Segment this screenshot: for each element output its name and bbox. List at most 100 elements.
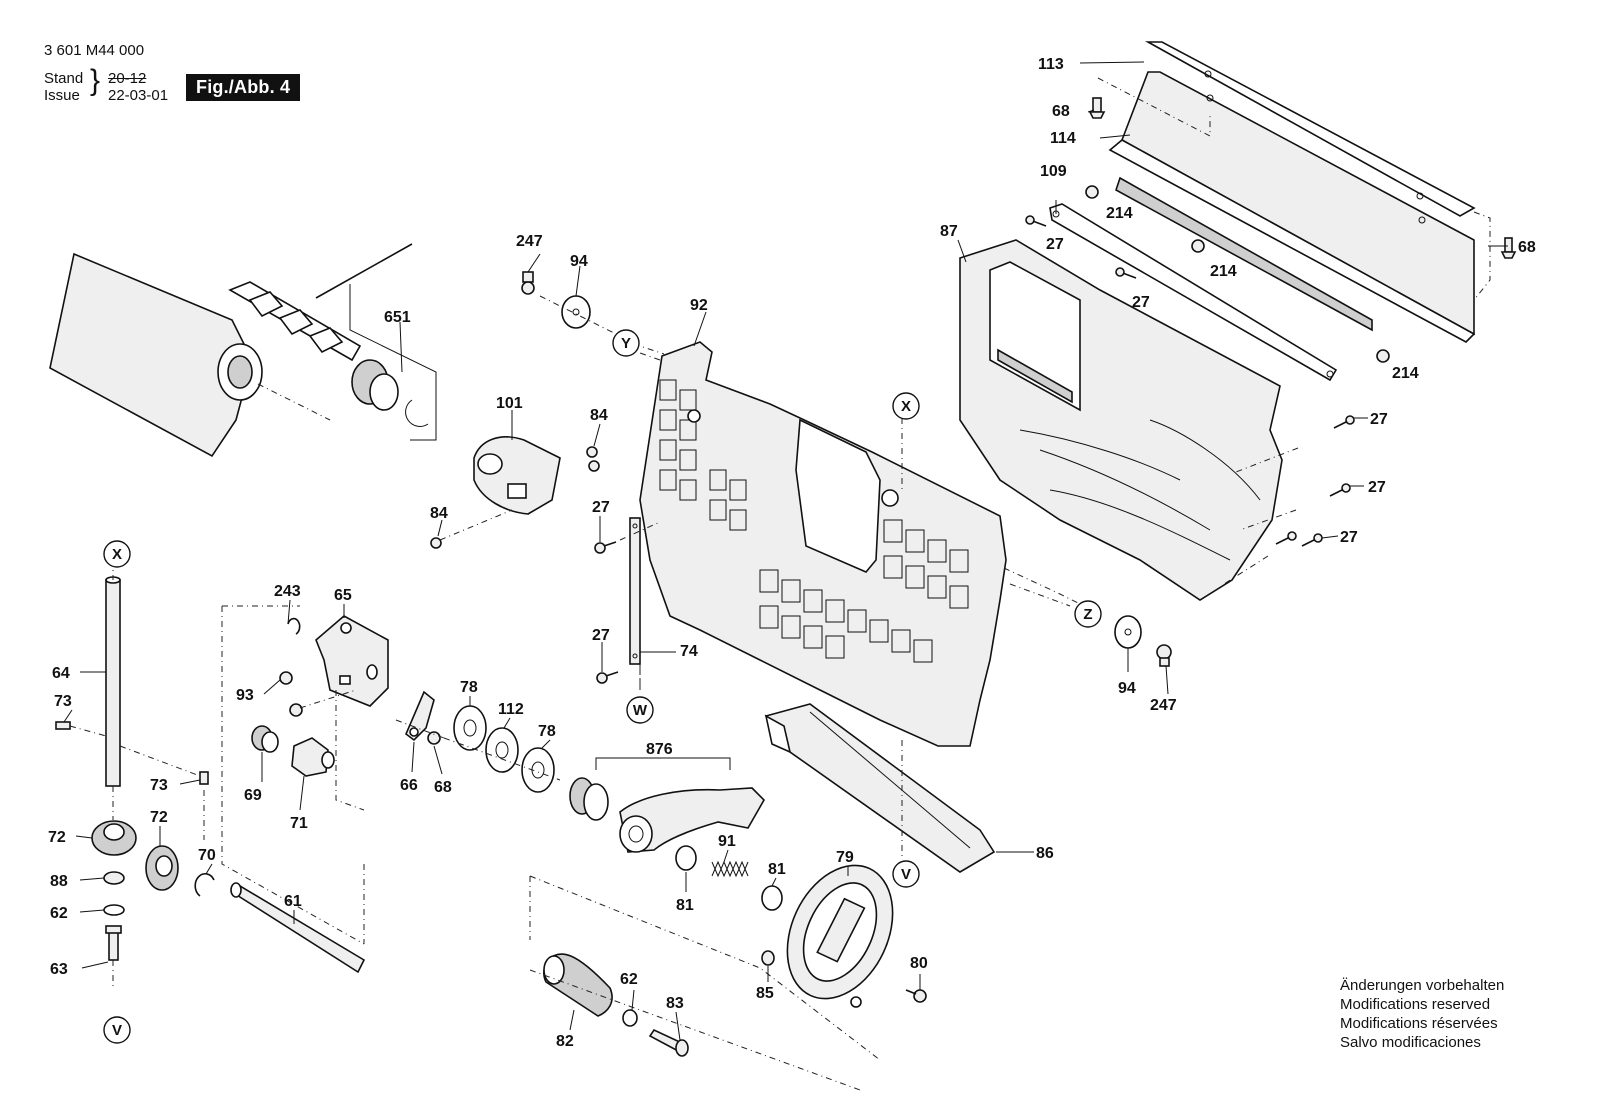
label-114: 114 — [1050, 130, 1076, 147]
label-68-top: 68 — [1052, 103, 1070, 120]
ref-marker-letter: Y — [621, 335, 631, 352]
washer-81-a-icon — [675, 845, 697, 871]
part-74-rod — [629, 517, 641, 665]
stand-label: Stand — [44, 70, 84, 87]
ref-marker-letter: V — [901, 866, 911, 883]
label-247-a: 247 — [516, 233, 543, 250]
washer-62-left-icon — [103, 904, 125, 916]
label-68-mid: 68 — [434, 779, 452, 796]
part-71-block — [291, 737, 335, 777]
label-27-d: 27 — [1368, 479, 1386, 496]
screws-93-icon — [279, 671, 303, 717]
part-86-rail — [764, 703, 996, 873]
label-62-a: 62 — [50, 905, 68, 922]
part-92-main-frame — [639, 341, 1007, 747]
gear-72-a-icon — [91, 820, 137, 856]
bushing-88-icon — [103, 871, 125, 885]
label-876: 876 — [646, 741, 673, 758]
label-94-a: 94 — [570, 253, 588, 270]
clip-243-icon — [287, 617, 301, 635]
label-214-b: 214 — [1210, 263, 1237, 280]
screw-63-icon — [105, 925, 122, 961]
screw-68-top-icon — [1088, 97, 1106, 119]
part-61-spindle — [230, 882, 366, 974]
label-27-b: 27 — [1132, 294, 1150, 311]
label-78-a: 78 — [460, 679, 478, 696]
ref-marker-y-2: Y — [612, 329, 640, 357]
label-84-b: 84 — [430, 505, 448, 522]
note-fr: Modifications réservées — [1340, 1015, 1498, 1032]
washer-94-right-icon — [1114, 615, 1142, 649]
stand-value: 20-12 — [108, 70, 147, 87]
ref-marker-w-6: W — [626, 696, 654, 724]
label-27-c: 27 — [1370, 411, 1388, 428]
label-91: 91 — [718, 833, 736, 850]
bushing-69-icon — [251, 725, 279, 753]
label-112: 112 — [498, 701, 524, 718]
note-en: Modifications reserved — [1340, 996, 1491, 1013]
label-86: 86 — [1036, 845, 1054, 862]
label-247-b: 247 — [1150, 697, 1177, 714]
label-243: 243 — [274, 583, 301, 600]
label-109: 109 — [1040, 163, 1067, 180]
label-27-a: 27 — [1046, 236, 1064, 253]
label-87: 87 — [940, 223, 958, 240]
part-66-lever — [405, 690, 435, 742]
washer-78-b-icon — [521, 747, 555, 793]
label-62-b: 62 — [620, 971, 638, 988]
part-64-shaft — [105, 576, 121, 787]
ref-marker-letter: X — [112, 546, 122, 563]
washer-94-left-icon — [561, 295, 591, 329]
label-79: 79 — [836, 849, 854, 866]
ref-marker-v-5: V — [892, 860, 920, 888]
part-651-clamp-assembly — [228, 243, 429, 427]
screw-83-icon — [648, 1028, 689, 1057]
label-82: 82 — [556, 1033, 574, 1050]
part-113-rail — [1144, 41, 1476, 217]
spring-91-icon — [711, 860, 749, 878]
screws-27-frame-icon — [594, 541, 619, 684]
label-73-a: 73 — [54, 693, 72, 710]
part-dust-chute — [49, 252, 263, 458]
label-69: 69 — [244, 787, 262, 804]
label-101: 101 — [496, 395, 523, 412]
modification-notes: Änderungen vorbehalten Modifications res… — [1340, 976, 1504, 1052]
label-80: 80 — [910, 955, 928, 972]
screws-214-icon — [1085, 185, 1390, 363]
leader-lines — [63, 61, 1508, 1041]
screws-84-icon — [430, 446, 600, 549]
figure-label: Fig./Abb. 4 — [186, 74, 301, 101]
note-de: Änderungen vorbehalten — [1340, 977, 1505, 994]
part-87-blade-guard-housing — [959, 239, 1283, 601]
label-68-right: 68 — [1518, 239, 1536, 256]
label-92: 92 — [690, 297, 708, 314]
brace-icon: } — [90, 64, 101, 97]
screw-80-icon — [905, 989, 927, 1003]
ref-marker-letter: V — [112, 1022, 122, 1039]
ref-marker-v-4: V — [103, 1016, 131, 1044]
label-27-e: 27 — [1340, 529, 1358, 546]
label-27-g: 27 — [592, 627, 610, 644]
washer-62-right-icon — [622, 1009, 638, 1027]
part-114-cover — [1108, 71, 1476, 343]
ref-marker-letter: Z — [1083, 606, 1092, 623]
label-88: 88 — [50, 873, 68, 890]
issue-label: Issue — [44, 87, 80, 104]
part-65-bracket — [315, 615, 389, 707]
label-64: 64 — [52, 665, 70, 682]
issue-value: 22-03-01 — [108, 87, 169, 104]
clip-70-icon — [194, 873, 215, 897]
ref-marker-z-3: Z — [1074, 600, 1102, 628]
label-94-b: 94 — [1118, 680, 1136, 697]
label-214-a: 214 — [1106, 205, 1133, 222]
washer-81-b-icon — [761, 885, 783, 911]
part-109-strip — [1049, 200, 1338, 382]
part-82-knob — [543, 953, 613, 1017]
ref-marker-x-0: X — [103, 540, 131, 568]
nut-85-icon — [761, 950, 775, 966]
label-83: 83 — [666, 995, 684, 1012]
part-876-handle — [619, 787, 765, 853]
ref-marker-letter: X — [901, 398, 911, 415]
ref-marker-x-1: X — [892, 392, 920, 420]
